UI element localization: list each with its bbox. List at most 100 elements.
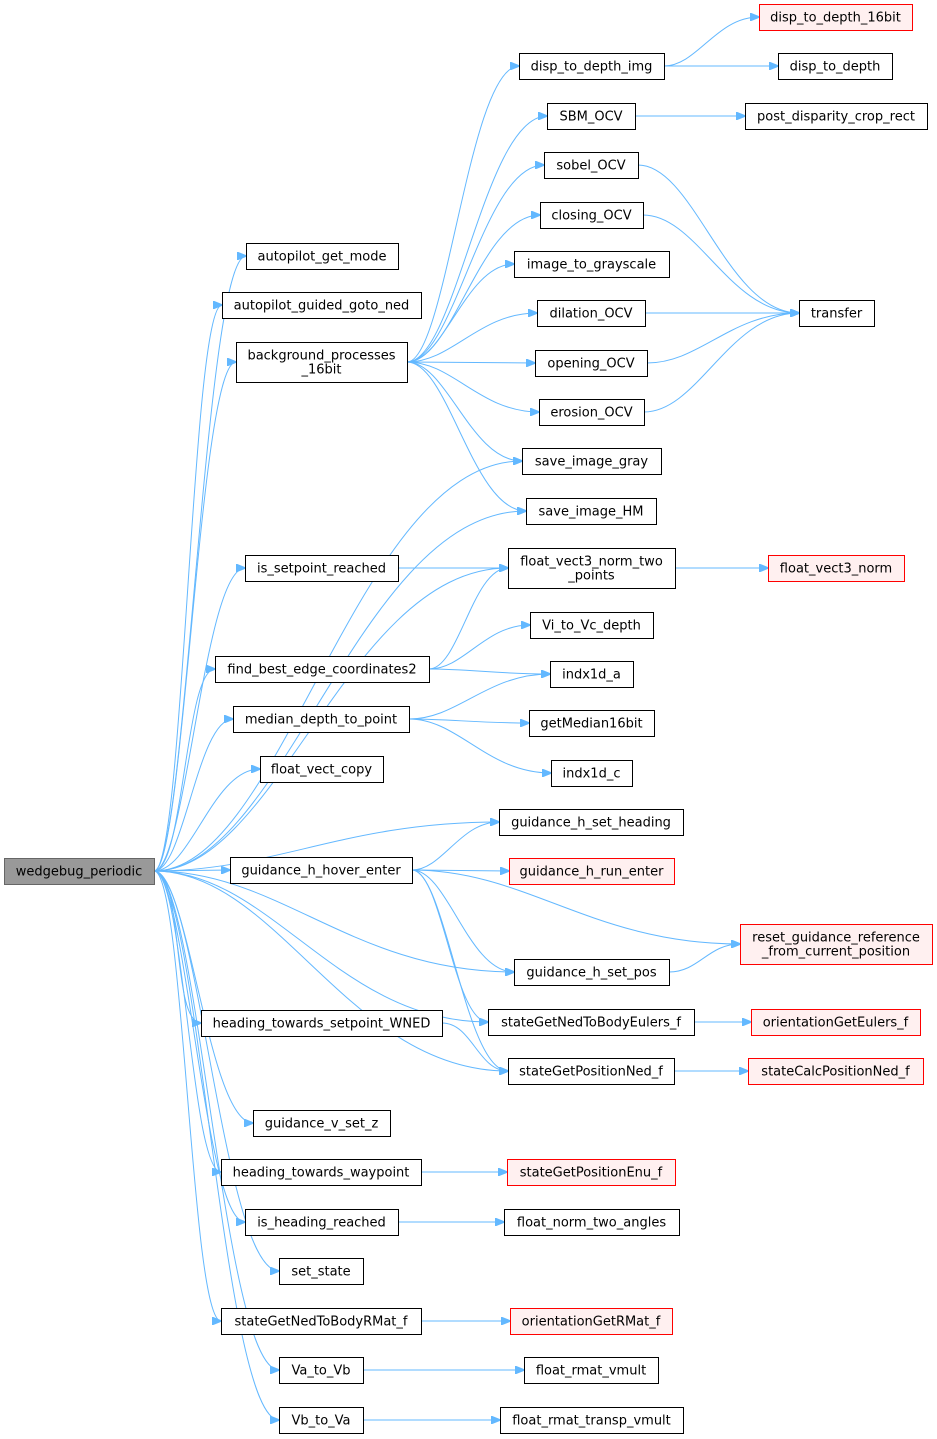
node-box[interactable] xyxy=(488,1009,695,1036)
node-state-get-position-ned-f[interactable]: stateGetPositionNed_f xyxy=(508,1058,675,1085)
node-heading-towards-setpoint-wned[interactable]: heading_towards_setpoint_WNED xyxy=(201,1010,443,1037)
node-disp-to-depth-img[interactable]: disp_to_depth_img xyxy=(519,53,665,80)
node-box[interactable] xyxy=(550,661,634,688)
node-box[interactable] xyxy=(539,399,645,426)
node-box[interactable] xyxy=(544,152,639,179)
node-sobel-ocv[interactable]: sobel_OCV xyxy=(544,152,639,179)
node-box[interactable] xyxy=(245,1209,399,1236)
node-vi-to-vc-depth[interactable]: Vi_to_Vc_depth xyxy=(530,612,654,639)
node-closing-ocv[interactable]: closing_OCV xyxy=(540,202,644,229)
node-autopilot-get-mode[interactable]: autopilot_get_mode xyxy=(246,243,399,270)
node-guidance-v-set-z[interactable]: guidance_v_set_z xyxy=(253,1110,391,1137)
node-box[interactable] xyxy=(504,1209,680,1236)
node-box[interactable] xyxy=(514,251,670,278)
node-box[interactable] xyxy=(759,4,913,31)
node-box[interactable] xyxy=(253,1110,391,1137)
node-guidance-h-run-enter[interactable]: guidance_h_run_enter xyxy=(509,858,675,885)
node-float-vect3-norm-two-points[interactable]: float_vect3_norm_two_points xyxy=(508,548,676,589)
node-box[interactable] xyxy=(510,1308,673,1335)
node-wedgebug-periodic[interactable]: wedgebug_periodic xyxy=(4,858,155,885)
node-save-image-hm[interactable]: save_image_HM xyxy=(526,498,657,525)
node-is-setpoint-reached[interactable]: is_setpoint_reached xyxy=(245,555,399,582)
node-state-calc-position-ned-f[interactable]: stateCalcPositionNed_f xyxy=(748,1058,924,1085)
node-box[interactable] xyxy=(508,1058,675,1085)
node-orientation-get-eulers-f[interactable]: orientationGetEulers_f xyxy=(751,1009,921,1036)
node-box[interactable] xyxy=(507,1159,676,1186)
node-indx1d-c[interactable]: indx1d_c xyxy=(551,760,633,787)
node-box[interactable] xyxy=(768,555,905,582)
node-float-norm-two-angles[interactable]: float_norm_two_angles xyxy=(504,1209,680,1236)
node-box[interactable] xyxy=(526,498,657,525)
node-box[interactable] xyxy=(551,760,633,787)
node-guidance-h-set-heading[interactable]: guidance_h_set_heading xyxy=(499,809,684,836)
node-box[interactable] xyxy=(221,1308,422,1335)
node-orientation-get-rmat-f[interactable]: orientationGetRMat_f xyxy=(510,1308,673,1335)
node-box[interactable] xyxy=(514,959,670,986)
node-guidance-h-hover-enter[interactable]: guidance_h_hover_enter xyxy=(230,857,413,884)
node-box[interactable] xyxy=(230,857,413,884)
node-box[interactable] xyxy=(233,706,410,733)
node-box[interactable] xyxy=(236,342,408,383)
node-background-processes-16bit[interactable]: background_processes_16bit xyxy=(236,342,408,383)
node-box[interactable] xyxy=(279,1407,364,1434)
node-state-get-position-enu-f[interactable]: stateGetPositionEnu_f xyxy=(507,1159,676,1186)
node-indx1d-a[interactable]: indx1d_a xyxy=(550,661,634,688)
node-box[interactable] xyxy=(508,548,676,589)
node-box[interactable] xyxy=(547,103,636,130)
node-box[interactable] xyxy=(245,555,399,582)
node-box[interactable] xyxy=(740,924,933,965)
node-state-get-ned-to-body-eulers-f[interactable]: stateGetNedToBodyEulers_f xyxy=(488,1009,695,1036)
node-box[interactable] xyxy=(537,300,646,327)
node-float-rmat-transp-vmult[interactable]: float_rmat_transp_vmult xyxy=(500,1407,684,1434)
node-box[interactable] xyxy=(215,656,430,683)
node-opening-ocv[interactable]: opening_OCV xyxy=(535,350,648,377)
node-dilation-ocv[interactable]: dilation_OCV xyxy=(537,300,646,327)
node-box[interactable] xyxy=(500,1407,684,1434)
node-transfer[interactable]: transfer xyxy=(799,300,875,327)
node-image-to-grayscale[interactable]: image_to_grayscale xyxy=(514,251,670,278)
node-box[interactable] xyxy=(260,756,384,783)
node-box[interactable] xyxy=(524,1357,659,1384)
node-box[interactable] xyxy=(201,1010,443,1037)
node-box[interactable] xyxy=(4,858,155,885)
node-box[interactable] xyxy=(745,103,928,130)
node-va-to-vb[interactable]: Va_to_Vb xyxy=(279,1357,364,1384)
node-float-vect-copy[interactable]: float_vect_copy xyxy=(260,756,384,783)
node-get-median16bit[interactable]: getMedian16bit xyxy=(529,710,655,737)
node-box[interactable] xyxy=(279,1258,364,1285)
node-box[interactable] xyxy=(799,300,875,327)
node-post-disparity-crop-rect[interactable]: post_disparity_crop_rect xyxy=(745,103,928,130)
node-is-heading-reached[interactable]: is_heading_reached xyxy=(245,1209,399,1236)
node-box[interactable] xyxy=(748,1058,924,1085)
node-box[interactable] xyxy=(279,1357,364,1384)
node-box[interactable] xyxy=(222,292,422,319)
node-float-vect3-norm[interactable]: float_vect3_norm xyxy=(768,555,905,582)
node-sbm-ocv[interactable]: SBM_OCV xyxy=(547,103,636,130)
node-box[interactable] xyxy=(540,202,644,229)
node-erosion-ocv[interactable]: erosion_OCV xyxy=(539,399,645,426)
node-box[interactable] xyxy=(246,243,399,270)
node-disp-to-depth[interactable]: disp_to_depth xyxy=(778,53,893,80)
node-box[interactable] xyxy=(509,858,675,885)
node-guidance-h-set-pos[interactable]: guidance_h_set_pos xyxy=(514,959,670,986)
node-disp-to-depth-16bit[interactable]: disp_to_depth_16bit xyxy=(759,4,913,31)
node-box[interactable] xyxy=(221,1159,422,1186)
node-find-best-edge-coordinates2[interactable]: find_best_edge_coordinates2 xyxy=(215,656,430,683)
node-float-rmat-vmult[interactable]: float_rmat_vmult xyxy=(524,1357,659,1384)
node-box[interactable] xyxy=(522,448,662,475)
node-box[interactable] xyxy=(499,809,684,836)
node-set-state[interactable]: set_state xyxy=(279,1258,364,1285)
node-reset-guidance-reference-from-current-position[interactable]: reset_guidance_reference_from_current_po… xyxy=(740,924,933,965)
node-state-get-ned-to-body-rmat-f[interactable]: stateGetNedToBodyRMat_f xyxy=(221,1308,422,1335)
node-save-image-gray[interactable]: save_image_gray xyxy=(522,448,662,475)
node-box[interactable] xyxy=(519,53,665,80)
node-heading-towards-waypoint[interactable]: heading_towards_waypoint xyxy=(221,1159,422,1186)
node-box[interactable] xyxy=(529,710,655,737)
node-box[interactable] xyxy=(751,1009,921,1036)
node-autopilot-guided-goto-ned[interactable]: autopilot_guided_goto_ned xyxy=(222,292,422,319)
node-median-depth-to-point[interactable]: median_depth_to_point xyxy=(233,706,410,733)
node-box[interactable] xyxy=(530,612,654,639)
node-box[interactable] xyxy=(778,53,893,80)
node-vb-to-va[interactable]: Vb_to_Va xyxy=(279,1407,364,1434)
node-box[interactable] xyxy=(535,350,648,377)
